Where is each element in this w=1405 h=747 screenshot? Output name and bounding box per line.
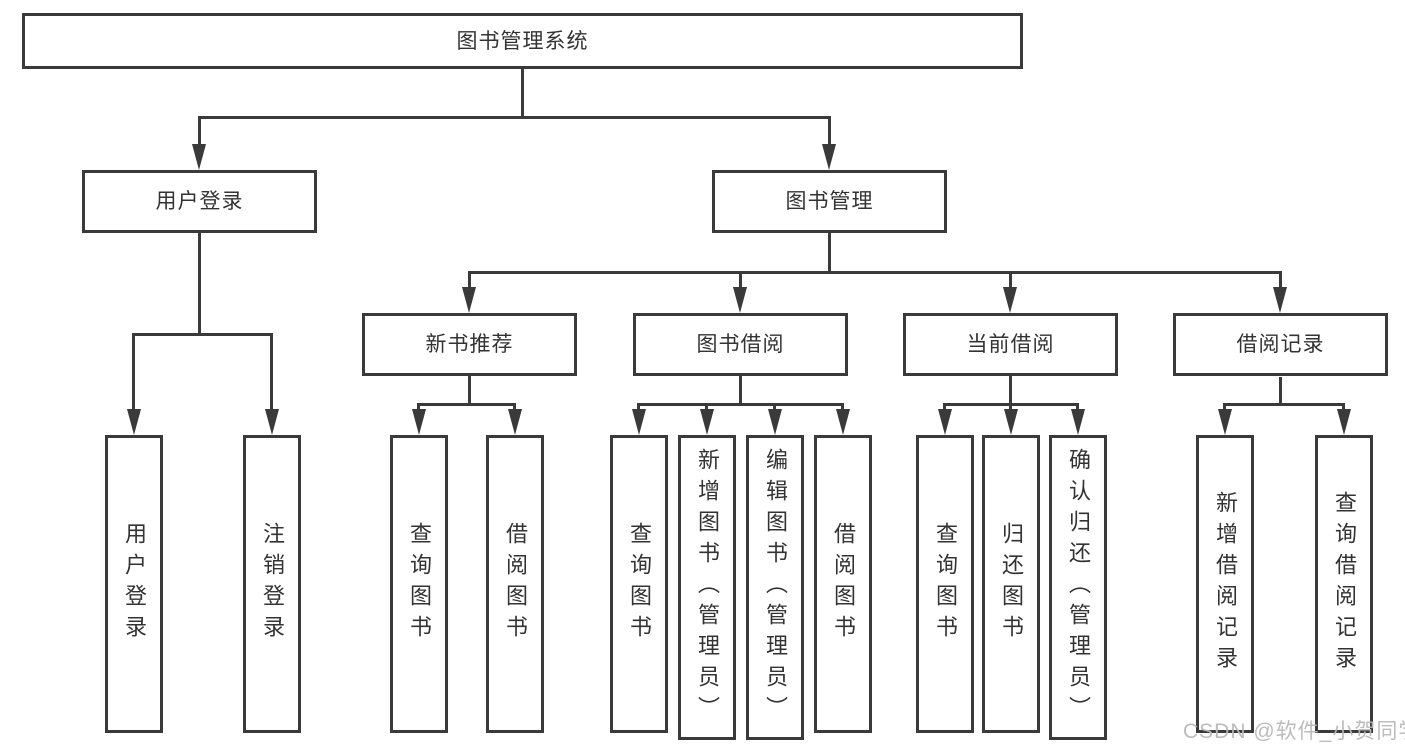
arrowhead-down [768, 409, 782, 435]
arrowhead-down [462, 287, 476, 313]
connector-line [1009, 403, 1012, 413]
connector-line [1223, 403, 1345, 406]
arrowhead-down [632, 409, 646, 435]
connector-line [417, 403, 420, 413]
leaf-add-book-admin: 新增图书（管理员） [678, 435, 736, 740]
leaf-query-books-current: 查询图书 [916, 435, 974, 733]
node-book-management: 图书管理 [712, 170, 947, 233]
connector-line [773, 403, 776, 413]
leaf-query-books-borrow: 查询图书 [610, 435, 668, 733]
arrowhead-down [700, 409, 714, 435]
arrowhead-down [1218, 409, 1232, 435]
connector-line [1009, 271, 1012, 289]
connector-line [943, 403, 946, 413]
connector-line [1009, 376, 1012, 406]
node-book-borrowing: 图书借阅 [633, 313, 848, 376]
connector-line [1342, 403, 1345, 413]
node-new-book-recommendation: 新书推荐 [362, 313, 577, 376]
connector-line [739, 376, 742, 406]
node-user-login: 用户登录 [82, 170, 317, 233]
connector-line [1279, 377, 1282, 406]
arrowhead-down [192, 144, 206, 170]
leaf-query-borrow-record: 查询借阅记录 [1315, 435, 1373, 733]
connector-line [513, 403, 516, 413]
leaf-borrow-books-newbooks: 借阅图书 [486, 435, 544, 733]
watermark-csdn: CSDN @软件_小贺同学 [1183, 720, 1405, 743]
arrowhead-down [733, 287, 747, 313]
connector-line [468, 271, 1282, 274]
connector-line [468, 376, 471, 406]
node-library-management-system: 图书管理系统 [22, 13, 1023, 69]
node-current-borrowing: 当前借阅 [903, 313, 1118, 376]
connector-line [198, 116, 831, 119]
leaf-query-books-newbooks: 查询图书 [390, 435, 448, 733]
connector-line [198, 233, 201, 334]
arrowhead-down [1003, 287, 1017, 313]
arrowhead-down [836, 409, 850, 435]
connector-line [637, 403, 844, 406]
arrowhead-down [1004, 409, 1018, 435]
connector-line [132, 333, 135, 413]
arrowhead-down [938, 409, 952, 435]
connector-line [132, 333, 273, 336]
connector-line [521, 69, 524, 117]
connector-line [705, 403, 708, 413]
connector-line [637, 403, 640, 413]
arrowhead-down [1273, 287, 1287, 313]
leaf-user-login: 用户登录 [105, 435, 163, 733]
arrowhead-down [508, 409, 522, 435]
arrowhead-down [127, 409, 141, 435]
connector-line [417, 403, 516, 406]
leaf-borrow-books-borrow: 借阅图书 [814, 435, 872, 733]
node-borrowing-records: 借阅记录 [1173, 313, 1388, 376]
connector-line [1223, 403, 1226, 413]
connector-line [1076, 403, 1079, 413]
arrowhead-down [265, 409, 279, 435]
connector-line [841, 403, 844, 413]
connector-line [828, 116, 831, 148]
arrowhead-down [412, 409, 426, 435]
leaf-confirm-return-admin: 确认归还（管理员） [1049, 435, 1107, 740]
arrowhead-down [1337, 409, 1351, 435]
connector-line [198, 116, 201, 148]
arrowhead-down [1071, 409, 1085, 435]
connector-line [468, 271, 471, 289]
leaf-add-borrow-record: 新增借阅记录 [1196, 435, 1254, 733]
connector-line [828, 233, 831, 274]
connector-line [270, 333, 273, 413]
leaf-logout: 注销登录 [243, 435, 301, 733]
connector-line [1279, 271, 1282, 289]
leaf-edit-book-admin: 编辑图书（管理员） [746, 435, 804, 740]
leaf-return-books: 归还图书 [982, 435, 1040, 733]
connector-line [739, 271, 742, 289]
arrowhead-down [822, 144, 836, 170]
